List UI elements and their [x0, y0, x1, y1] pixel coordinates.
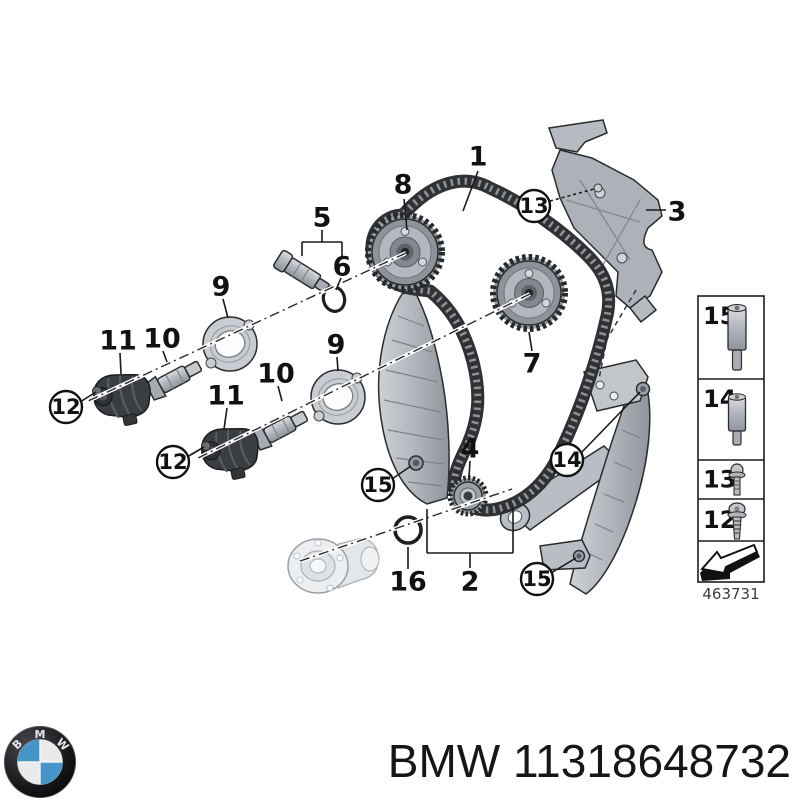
callout-label: 7 [523, 349, 542, 380]
callout-label: 3 [668, 197, 687, 228]
callout-label: 12 [158, 450, 187, 474]
illustration [92, 119, 663, 595]
axis-line [195, 293, 531, 460]
callout-3: 3 [646, 197, 686, 228]
callout-label: 10 [257, 359, 295, 390]
callout-label: 15 [522, 567, 551, 591]
legend-item-13: 13 [698, 459, 764, 496]
callout-label: 13 [519, 194, 548, 218]
callout-11: 11 [99, 326, 137, 375]
flange-screw-icon [728, 463, 746, 496]
callout-13: 13 [516, 188, 595, 224]
callout-16: 16 [389, 547, 427, 598]
legend-box: 15 14 13 12 463731 [697, 295, 765, 603]
left-guide-rail [377, 289, 450, 505]
logo-letter-m: M [35, 728, 46, 741]
standoff-bolt-long-icon [727, 304, 747, 371]
standoff-bolt-short-icon [727, 393, 747, 446]
callout-label: 9 [212, 272, 231, 303]
axis-line [598, 289, 637, 380]
actuator-screw-12b [201, 441, 211, 451]
axis-line [87, 252, 407, 402]
part-number-text: BMW 11318648732 [388, 735, 791, 787]
callout-1: 1 [462, 142, 488, 212]
vanos-actuator-11a [92, 373, 151, 426]
tensioner-rail [499, 359, 651, 595]
callout-label: 11 [207, 381, 245, 412]
callout-label: 6 [333, 252, 352, 283]
callout-14: 14 [549, 391, 641, 478]
callout-5: 5 [301, 203, 343, 256]
callout-11: 11 [207, 381, 245, 430]
diagram-code: 463731 [702, 585, 759, 603]
callout-15: 15 [519, 557, 577, 597]
callout-label: 9 [327, 330, 346, 361]
legend-item-12: 12 [698, 498, 764, 540]
legend-item-15: 15 [703, 302, 747, 371]
crankshaft-hub [287, 537, 380, 594]
callout-2: 2 [426, 508, 514, 598]
callout-15: 15 [360, 465, 412, 503]
callout-label: 14 [552, 448, 581, 472]
chain-tensioner-bracket [547, 119, 663, 324]
callout-9: 9 [212, 272, 231, 319]
legend-item-14: 14 [698, 378, 764, 446]
direction-arrow-icon [700, 543, 760, 581]
callout-label: 11 [99, 326, 137, 357]
callout-6: 6 [333, 252, 352, 291]
callout-label: 1 [469, 142, 488, 173]
callout-label: 16 [389, 567, 427, 598]
callout-label: 15 [363, 473, 392, 497]
bmw-logo: B M W [4, 726, 76, 798]
callout-label: 12 [51, 395, 80, 419]
callout-label: 5 [313, 203, 332, 234]
callout-10: 10 [143, 324, 181, 363]
bracket-bolt-13 [593, 183, 603, 193]
sensor-bolt-10a [144, 360, 203, 401]
legend-item-direction-arrow [698, 540, 764, 581]
assembly-axis-lines [87, 251, 637, 563]
callout-12: 12 [155, 444, 205, 480]
callout-4: 4 [461, 434, 480, 478]
footer: B M W BMW 11318648732 [4, 726, 791, 798]
callout-label: 10 [143, 324, 181, 355]
callout-label: 2 [461, 567, 480, 598]
callout-9: 9 [327, 330, 346, 372]
axis-line [299, 488, 513, 562]
callout-10: 10 [257, 359, 295, 402]
callout-label: 8 [394, 170, 413, 201]
callout-12: 12 [48, 389, 97, 425]
callout-label: 4 [461, 434, 480, 465]
callout-7: 7 [523, 331, 542, 380]
pan-head-screw-icon [727, 502, 747, 540]
callout-8: 8 [394, 170, 413, 231]
